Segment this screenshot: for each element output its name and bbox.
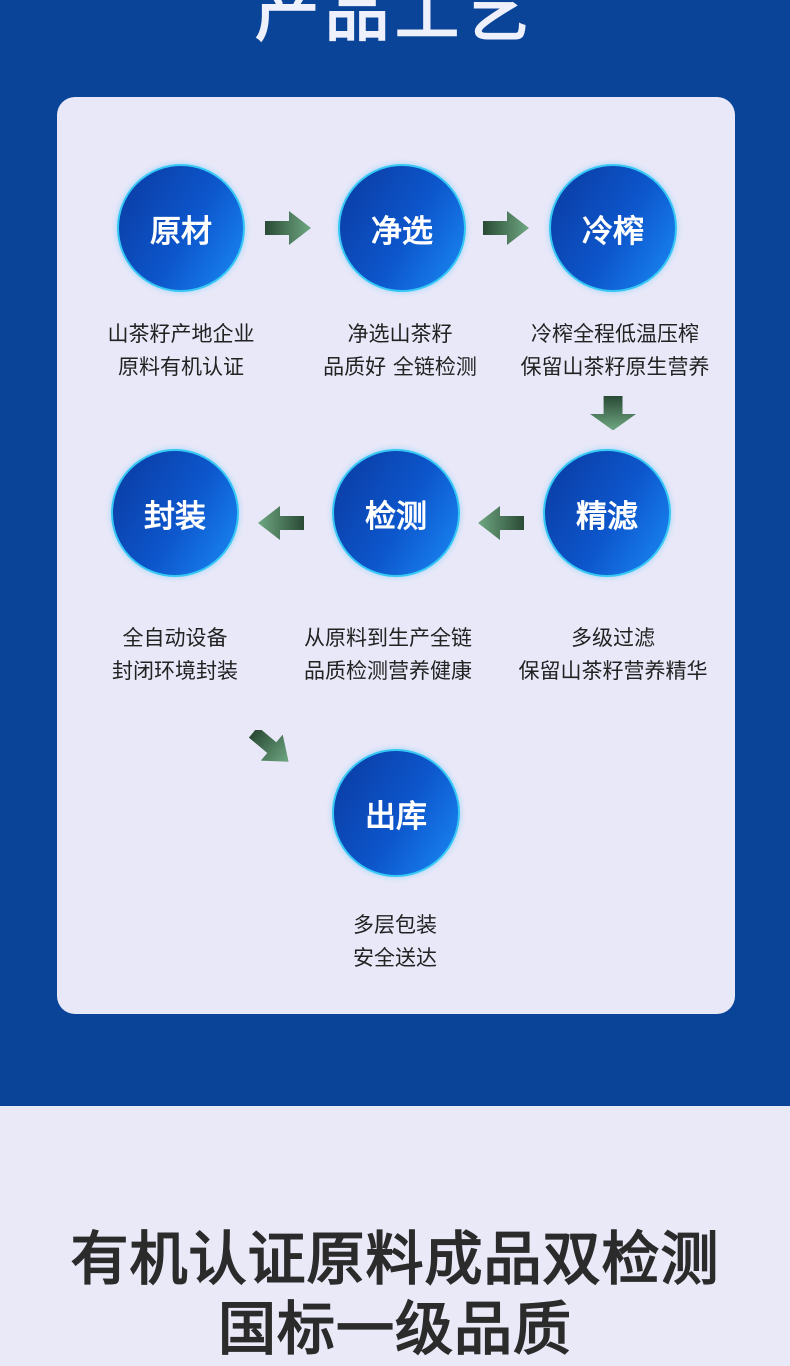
step-desc: 山茶籽产地企业原料有机认证 <box>61 318 301 384</box>
footer-headline: 有机认证原料成品双检测 <box>70 1225 720 1293</box>
step-desc: 从原料到生产全链品质检测营养健康 <box>268 622 508 688</box>
footer-subheadline: 国标一级品质 <box>217 1295 572 1363</box>
step-packaging: 封装 <box>111 449 239 577</box>
desc-line: 山茶籽产地企业 <box>107 322 255 346</box>
desc-line: 封闭环境封装 <box>112 659 238 683</box>
desc-line: 安全送达 <box>353 946 437 970</box>
arrow-diagonal-icon <box>248 730 289 762</box>
desc-line: 保留山茶籽原生营养 <box>520 355 710 379</box>
step-desc: 多层包装安全送达 <box>275 909 515 975</box>
step-desc: 净选山茶籽品质好 全链检测 <box>280 318 520 384</box>
step-shipping: 出库 <box>332 749 460 877</box>
section-title: 产品工艺 <box>255 0 535 51</box>
arrow-left-icon <box>258 506 304 540</box>
step-cleaning: 净选 <box>338 164 466 292</box>
arrow-left-icon <box>478 506 524 540</box>
desc-line: 原料有机认证 <box>118 355 244 379</box>
step-raw-material: 原材 <box>117 164 245 292</box>
desc-line: 冷榨全程低温压榨 <box>531 322 699 346</box>
desc-line: 多级过滤 <box>571 626 655 650</box>
desc-line: 品质检测营养健康 <box>304 659 472 683</box>
desc-line: 全自动设备 <box>122 626 228 650</box>
step-desc: 全自动设备封闭环境封装 <box>55 622 295 688</box>
arrow-right-icon <box>483 211 529 245</box>
step-cold-press: 冷榨 <box>549 164 677 292</box>
arrow-down-icon <box>590 396 636 430</box>
desc-line: 从原料到生产全链 <box>304 626 472 650</box>
arrow-right-icon <box>265 211 311 245</box>
desc-line: 净选山茶籽 <box>347 322 453 346</box>
step-desc: 多级过滤保留山茶籽营养精华 <box>493 622 733 688</box>
step-filtering: 精滤 <box>543 449 671 577</box>
desc-line: 品质好 全链检测 <box>323 355 477 379</box>
step-desc: 冷榨全程低温压榨保留山茶籽原生营养 <box>495 318 735 384</box>
desc-line: 多层包装 <box>353 913 437 937</box>
desc-line: 保留山茶籽营养精华 <box>518 659 708 683</box>
step-testing: 检测 <box>332 449 460 577</box>
